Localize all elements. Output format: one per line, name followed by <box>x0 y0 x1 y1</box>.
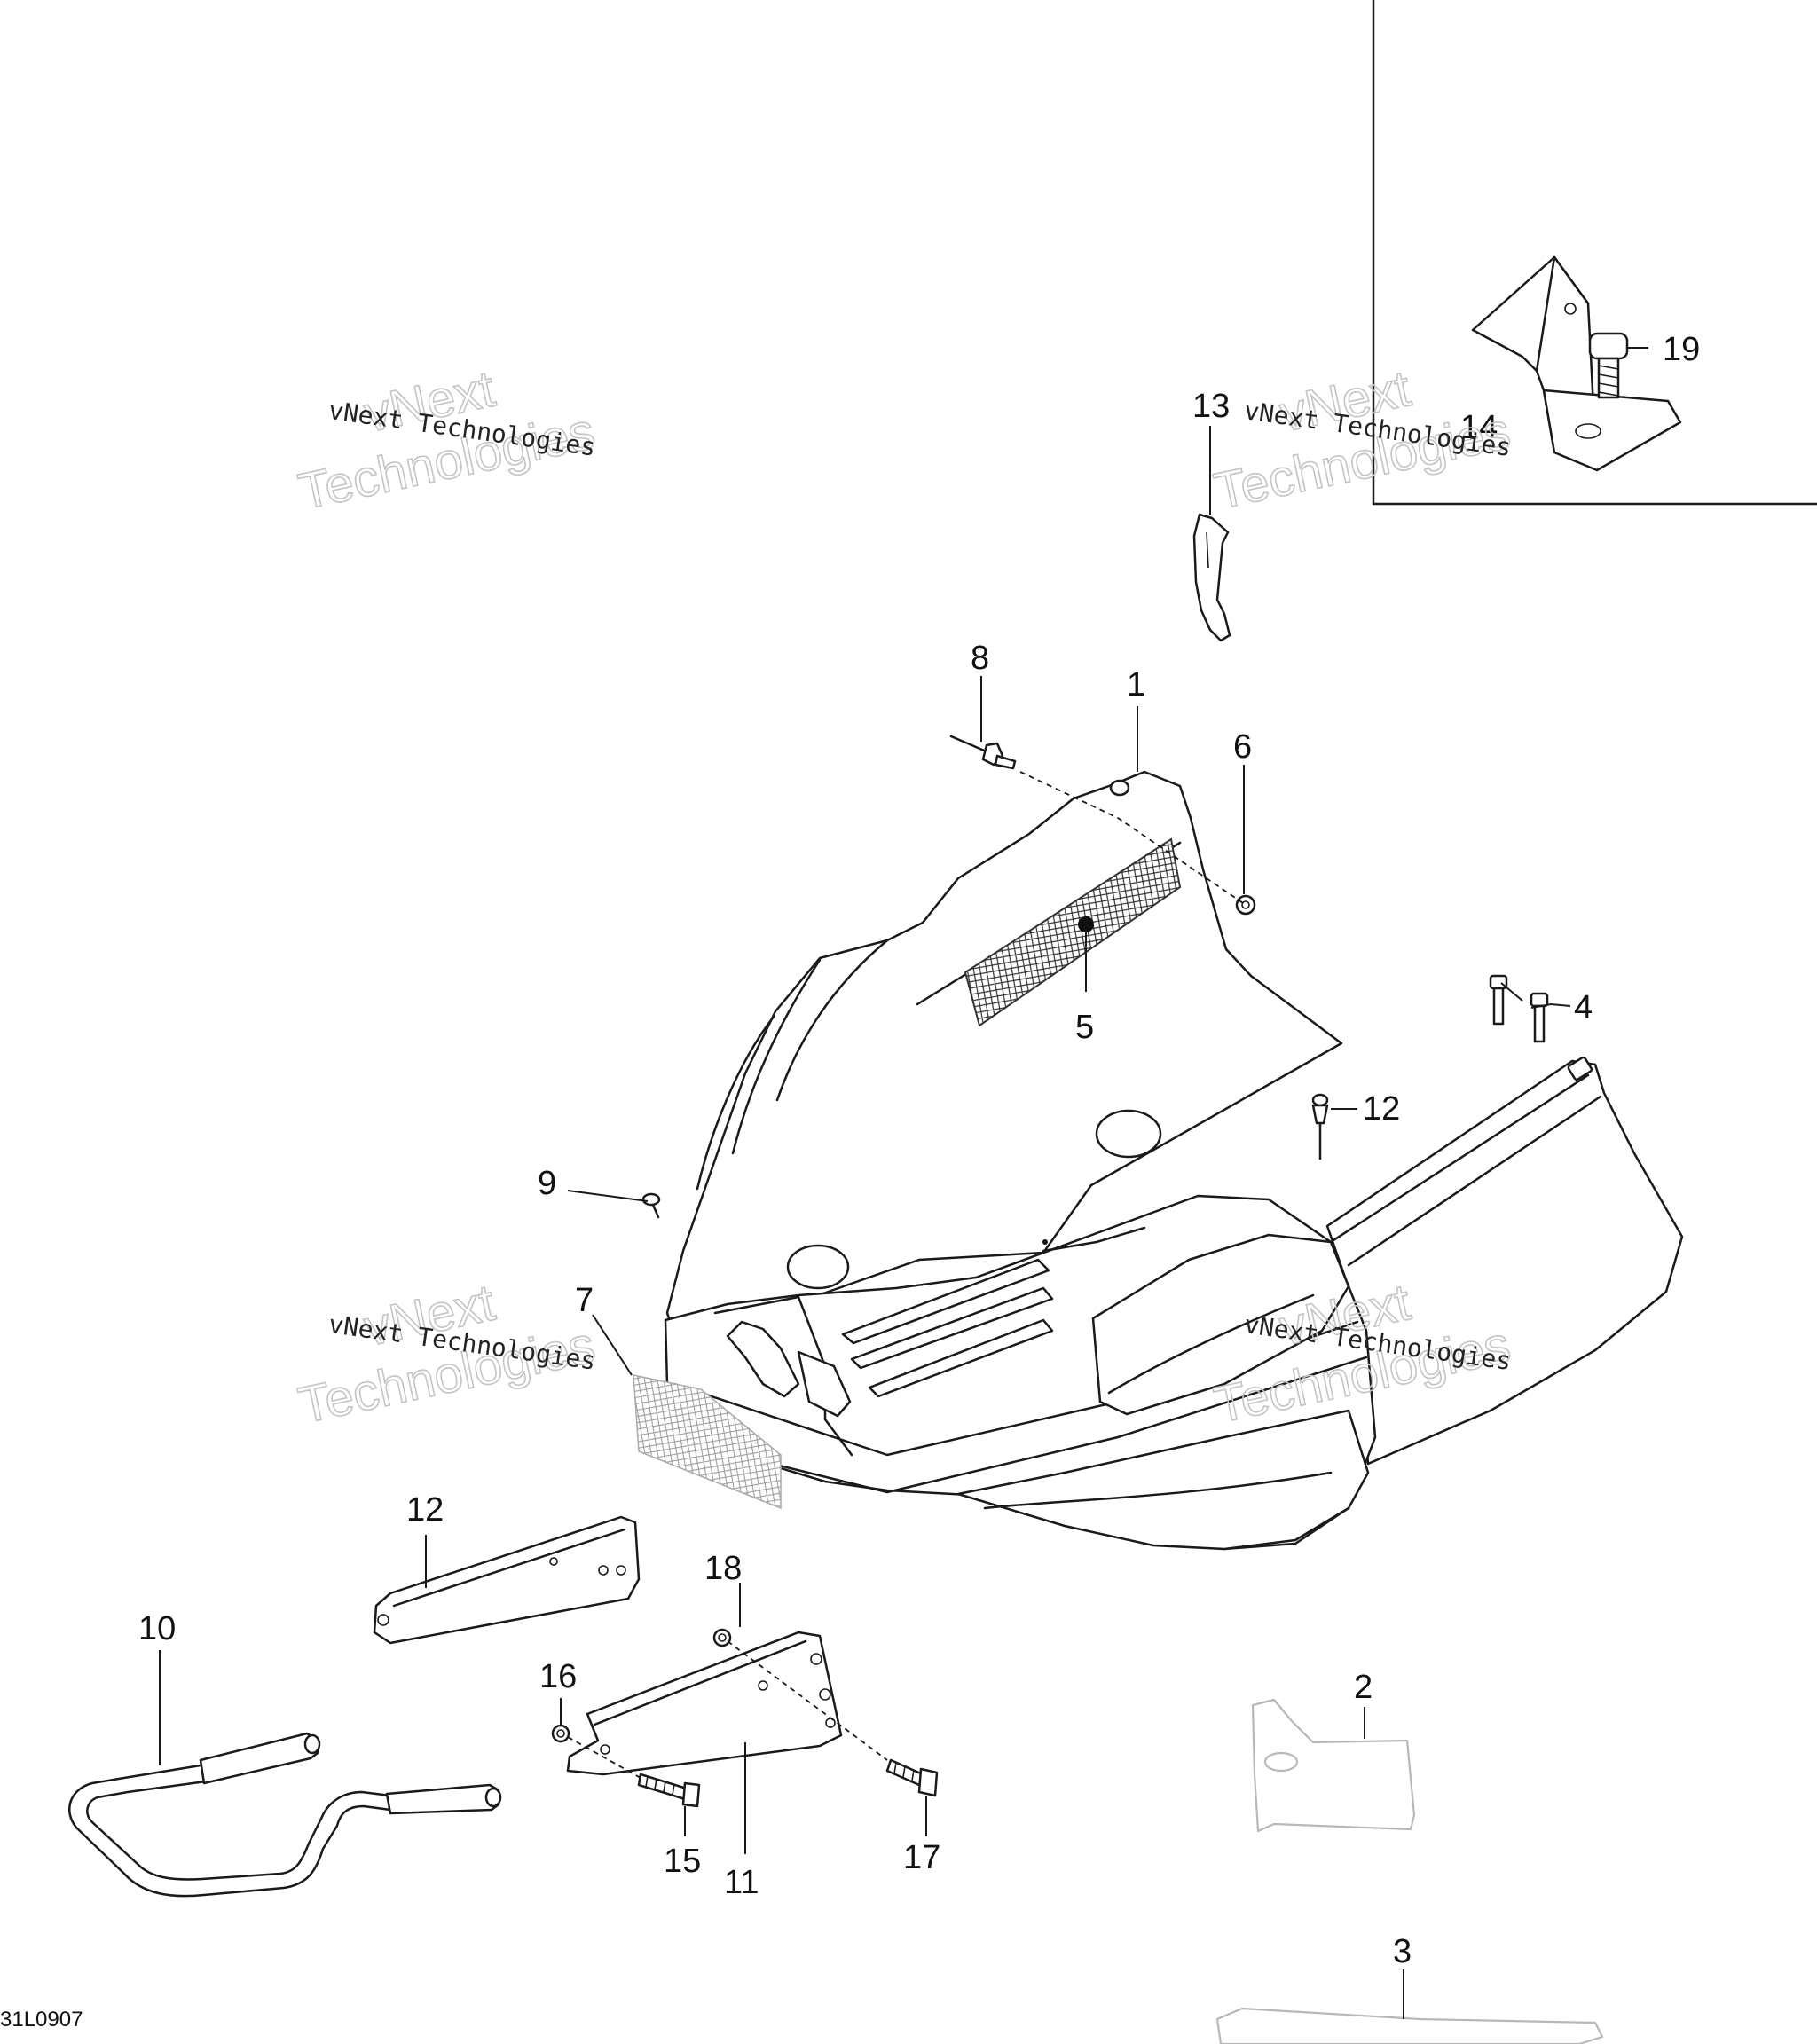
figure-code: 31L0907 <box>0 2008 83 2032</box>
part-3-plate <box>1215 2007 1604 2044</box>
leader-lines <box>159 347 1648 2019</box>
callout-7: 7 <box>575 1282 594 1319</box>
part-12-bracket <box>373 1515 641 1645</box>
callout-labels: 1 2 3 4 5 6 7 8 9 10 11 12 12 13 14 15 1… <box>138 331 1700 1970</box>
part-14-bracket <box>1471 256 1682 472</box>
part-5-mesh <box>964 837 1182 1027</box>
callout-13: 13 <box>1192 388 1230 425</box>
callout-15: 15 <box>664 1843 701 1880</box>
callout-12-lower: 12 <box>406 1491 444 1529</box>
callout-14: 14 <box>1460 409 1498 446</box>
alignment-lines <box>567 771 1247 1779</box>
callout-11: 11 <box>724 1864 759 1901</box>
callout-9: 9 <box>538 1165 556 1202</box>
callout-1: 1 <box>1127 666 1145 704</box>
callout-18: 18 <box>704 1550 742 1587</box>
callout-4: 4 <box>1574 989 1593 1026</box>
part-16-nut <box>551 1724 570 1743</box>
part-11-bracket <box>566 1631 843 1776</box>
part-12-rivet <box>1311 1093 1329 1160</box>
callout-8: 8 <box>971 640 989 677</box>
callout-16: 16 <box>539 1658 577 1695</box>
part-4-bolts <box>1489 974 1549 1043</box>
callout-2: 2 <box>1354 1669 1373 1706</box>
part-9-screw <box>641 1192 661 1219</box>
callout-12-upper: 12 <box>1363 1090 1400 1128</box>
part-1-hood <box>665 770 1343 1336</box>
callout-6: 6 <box>1233 728 1252 766</box>
part-8-rivet <box>949 735 1017 770</box>
part-18-nut <box>712 1628 732 1647</box>
inset-frame <box>1372 0 1817 506</box>
callout-5: 5 <box>1075 1009 1094 1046</box>
callout-19: 19 <box>1663 331 1700 368</box>
part-13-clip <box>1192 513 1231 642</box>
part-15-bolt <box>637 1773 701 1808</box>
callout-3: 3 <box>1393 1933 1412 1970</box>
part-19-bolt <box>1588 332 1629 399</box>
front-body <box>664 1056 1684 1551</box>
part-17-bolt <box>885 1758 939 1797</box>
callout-10: 10 <box>138 1610 176 1647</box>
part-6-washer <box>1235 894 1256 916</box>
part-2-plate <box>1251 1698 1416 1833</box>
callout-17: 17 <box>903 1839 940 1876</box>
part-10-handle <box>67 1732 502 1898</box>
part-7-mesh <box>633 1374 782 1510</box>
